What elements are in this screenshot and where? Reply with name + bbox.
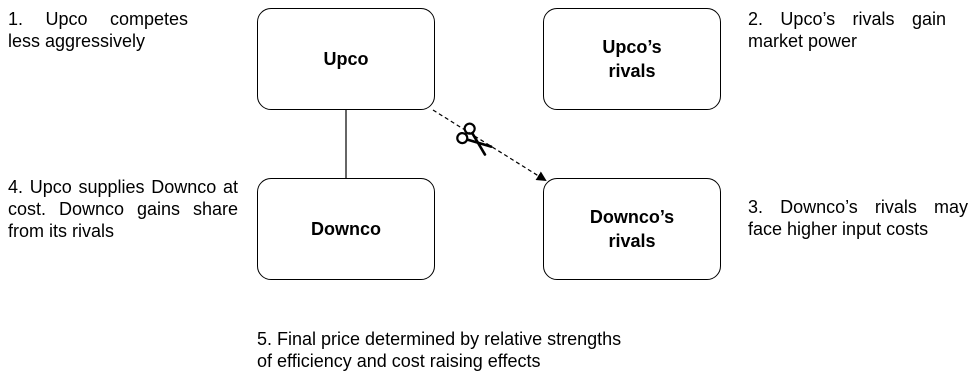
downco-label: Downco <box>311 219 381 239</box>
downco-rivals-label: Downco’s rivals <box>589 207 675 251</box>
upco-box: Upco <box>257 8 435 110</box>
upco-rivals-label: Upco’s rivals <box>602 37 662 81</box>
note-3: 3. Downco’s rivals may face higher input… <box>748 197 968 239</box>
upco-rivals-box: Upco’s rivals <box>543 8 721 110</box>
note-2: 2. Upco’s rivals gain market power <box>748 9 946 51</box>
downco-box: Downco <box>257 178 435 280</box>
downco-rivals-box: Downco’s rivals <box>543 178 721 280</box>
upco-label: Upco <box>323 49 369 69</box>
note-4: 4. Upco supplies Downco at cost. Downco … <box>8 177 238 241</box>
note-1: 1. Upco competes less aggressively <box>8 9 188 51</box>
scissors-icon <box>456 122 493 156</box>
note-5: 5. Final price determined by relative st… <box>257 329 622 371</box>
